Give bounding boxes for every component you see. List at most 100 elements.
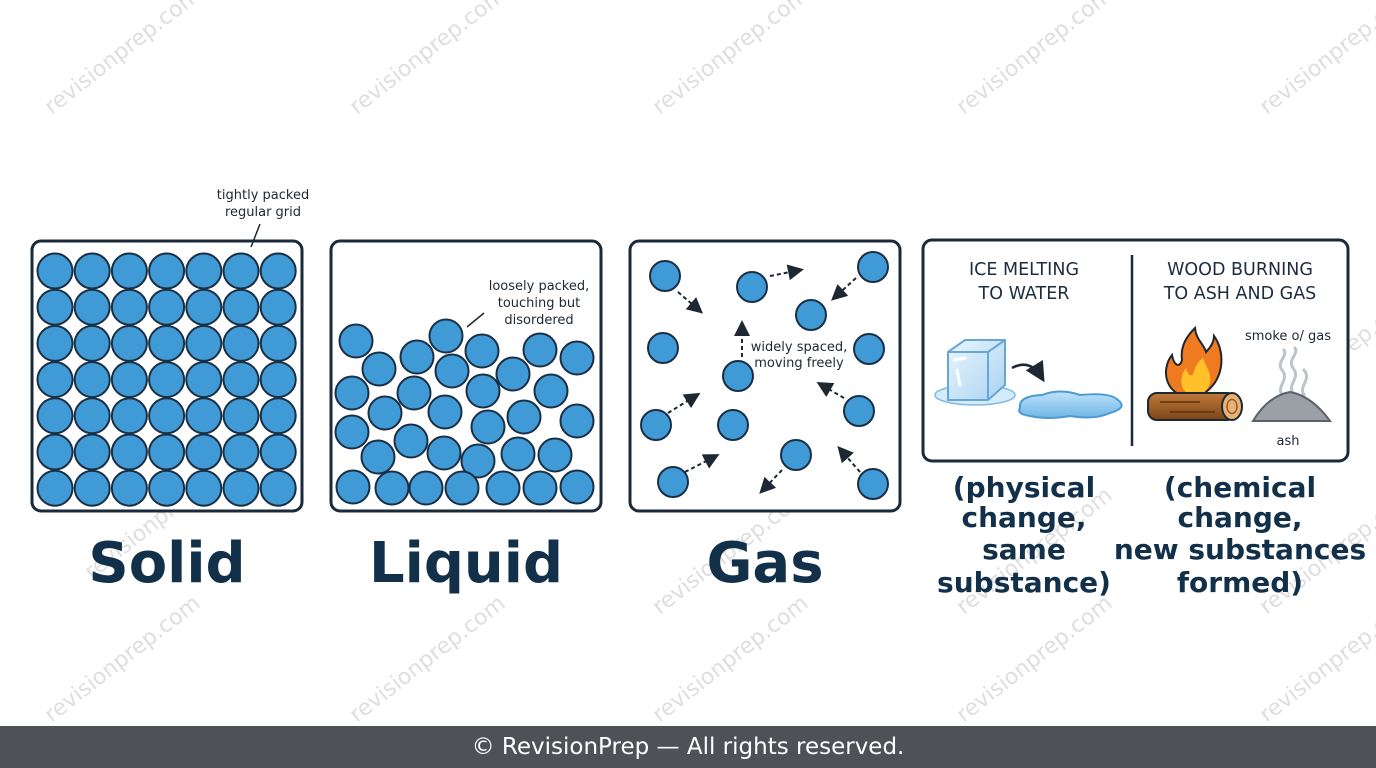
liquid-particle bbox=[522, 332, 558, 368]
physical-caption-line-3: same bbox=[982, 533, 1066, 566]
liquid-title: Liquid bbox=[369, 531, 563, 596]
liquid-note-line-2: touching but bbox=[498, 296, 581, 311]
ash-label: ash bbox=[1277, 434, 1300, 449]
solid-particle bbox=[148, 252, 186, 290]
liquid-particle bbox=[485, 470, 521, 506]
solid-particle bbox=[185, 324, 223, 362]
log-icon bbox=[1147, 392, 1243, 421]
liquid-particle bbox=[393, 423, 429, 459]
liquid-particle bbox=[537, 437, 573, 473]
liquid-particle bbox=[374, 470, 410, 506]
arrow-icon bbox=[1011, 359, 1045, 383]
solid-particle bbox=[185, 469, 223, 507]
gas-particle bbox=[843, 395, 875, 427]
liquid-particle bbox=[334, 375, 370, 411]
solid-particle bbox=[222, 288, 260, 326]
solid-particle bbox=[36, 252, 74, 290]
gas-particle bbox=[649, 260, 681, 292]
gas-particle bbox=[780, 439, 812, 471]
liquid-particle bbox=[408, 470, 444, 506]
solid-particle bbox=[36, 433, 74, 471]
solid-particle bbox=[73, 397, 111, 435]
liquid-particle bbox=[426, 435, 462, 471]
liquid-particle bbox=[427, 394, 463, 430]
solid-particle bbox=[148, 469, 186, 507]
gas-particle bbox=[853, 333, 885, 365]
solid-particle bbox=[259, 433, 297, 471]
solid-particle bbox=[259, 361, 297, 399]
solid-particle bbox=[73, 469, 111, 507]
gas-motion-arrow bbox=[831, 277, 857, 301]
physical-caption-line-1: (physical bbox=[953, 471, 1095, 504]
chemical-caption-line-4: formed) bbox=[1177, 566, 1303, 599]
liquid-particle bbox=[399, 339, 435, 375]
liquid-particle bbox=[338, 323, 374, 359]
liquid-particle bbox=[335, 469, 371, 505]
gas-motion-arrow bbox=[769, 264, 804, 281]
solid-note-line-1: tightly packed bbox=[217, 188, 309, 203]
solid-panel: tightly packed regular grid Solid bbox=[30, 188, 309, 596]
solid-particle bbox=[259, 469, 297, 507]
solid-particle bbox=[185, 361, 223, 399]
liquid-particle bbox=[533, 373, 569, 409]
changes-panel: ICE MELTING TO WATER WOOD BURNING TO ASH… bbox=[921, 238, 1366, 599]
solid-particle bbox=[259, 288, 297, 326]
ash-pile-icon bbox=[1251, 390, 1332, 422]
chemical-caption-line-3: new substances bbox=[1114, 533, 1366, 566]
gas-particles bbox=[640, 251, 889, 500]
liquid-particle bbox=[470, 409, 506, 445]
solid-particle bbox=[222, 433, 260, 471]
liquid-particle bbox=[396, 375, 432, 411]
solid-particle bbox=[148, 324, 186, 362]
gas-motion-arrows bbox=[667, 264, 861, 494]
solid-particle bbox=[110, 469, 148, 507]
diagram-canvas: tightly packed regular grid Solid loosel… bbox=[30, 188, 1366, 599]
solid-particle bbox=[36, 361, 74, 399]
water-puddle-icon bbox=[1018, 390, 1123, 419]
liquid-particle bbox=[360, 439, 396, 475]
gas-motion-arrow bbox=[837, 445, 861, 473]
liquid-particle bbox=[522, 470, 558, 506]
liquid-particle bbox=[334, 414, 370, 450]
liquid-note-pointer bbox=[466, 312, 485, 328]
solid-particle bbox=[36, 324, 74, 362]
physical-heading-line-1: ICE MELTING bbox=[969, 260, 1079, 280]
solid-particle bbox=[185, 252, 223, 290]
liquid-particle bbox=[428, 318, 464, 354]
liquid-particle bbox=[464, 333, 500, 369]
solid-particle bbox=[110, 252, 148, 290]
gas-particle bbox=[857, 251, 889, 283]
gas-motion-arrow bbox=[684, 454, 720, 473]
gas-particle bbox=[722, 360, 754, 392]
solid-particle bbox=[73, 324, 111, 362]
copyright-footer: © RevisionPrep — All rights reserved. bbox=[0, 726, 1376, 768]
chemical-heading-line-2: TO ASH AND GAS bbox=[1163, 284, 1317, 304]
solid-particle bbox=[110, 361, 148, 399]
liquid-particle bbox=[495, 356, 531, 392]
gas-particle bbox=[647, 332, 679, 364]
solid-particle bbox=[222, 397, 260, 435]
solid-particle bbox=[259, 252, 297, 290]
ice-cube-icon bbox=[934, 339, 1016, 406]
liquid-particles bbox=[334, 318, 595, 506]
liquid-panel: loosely packed, touching but disordered … bbox=[329, 239, 603, 596]
solid-particle bbox=[259, 397, 297, 435]
liquid-particle bbox=[559, 469, 595, 505]
solid-particle bbox=[73, 288, 111, 326]
solid-note-line-2: regular grid bbox=[225, 205, 301, 220]
chemical-caption-line-1: (chemical bbox=[1164, 471, 1316, 504]
solid-particle bbox=[148, 361, 186, 399]
liquid-particle bbox=[465, 373, 501, 409]
physical-caption-line-4: substance) bbox=[937, 566, 1111, 599]
liquid-particle bbox=[444, 470, 480, 506]
solid-particle bbox=[110, 433, 148, 471]
solid-particle bbox=[73, 433, 111, 471]
liquid-particle bbox=[559, 403, 595, 439]
physical-caption-line-2: change, bbox=[961, 501, 1086, 534]
gas-note-line-1: widely spaced, bbox=[751, 340, 847, 355]
solid-particle bbox=[222, 252, 260, 290]
physical-heading-line-2: TO WATER bbox=[978, 284, 1070, 304]
gas-panel: widely spaced, moving freely Gas bbox=[628, 239, 902, 596]
solid-particle bbox=[36, 469, 74, 507]
solid-note-pointer bbox=[250, 223, 261, 248]
